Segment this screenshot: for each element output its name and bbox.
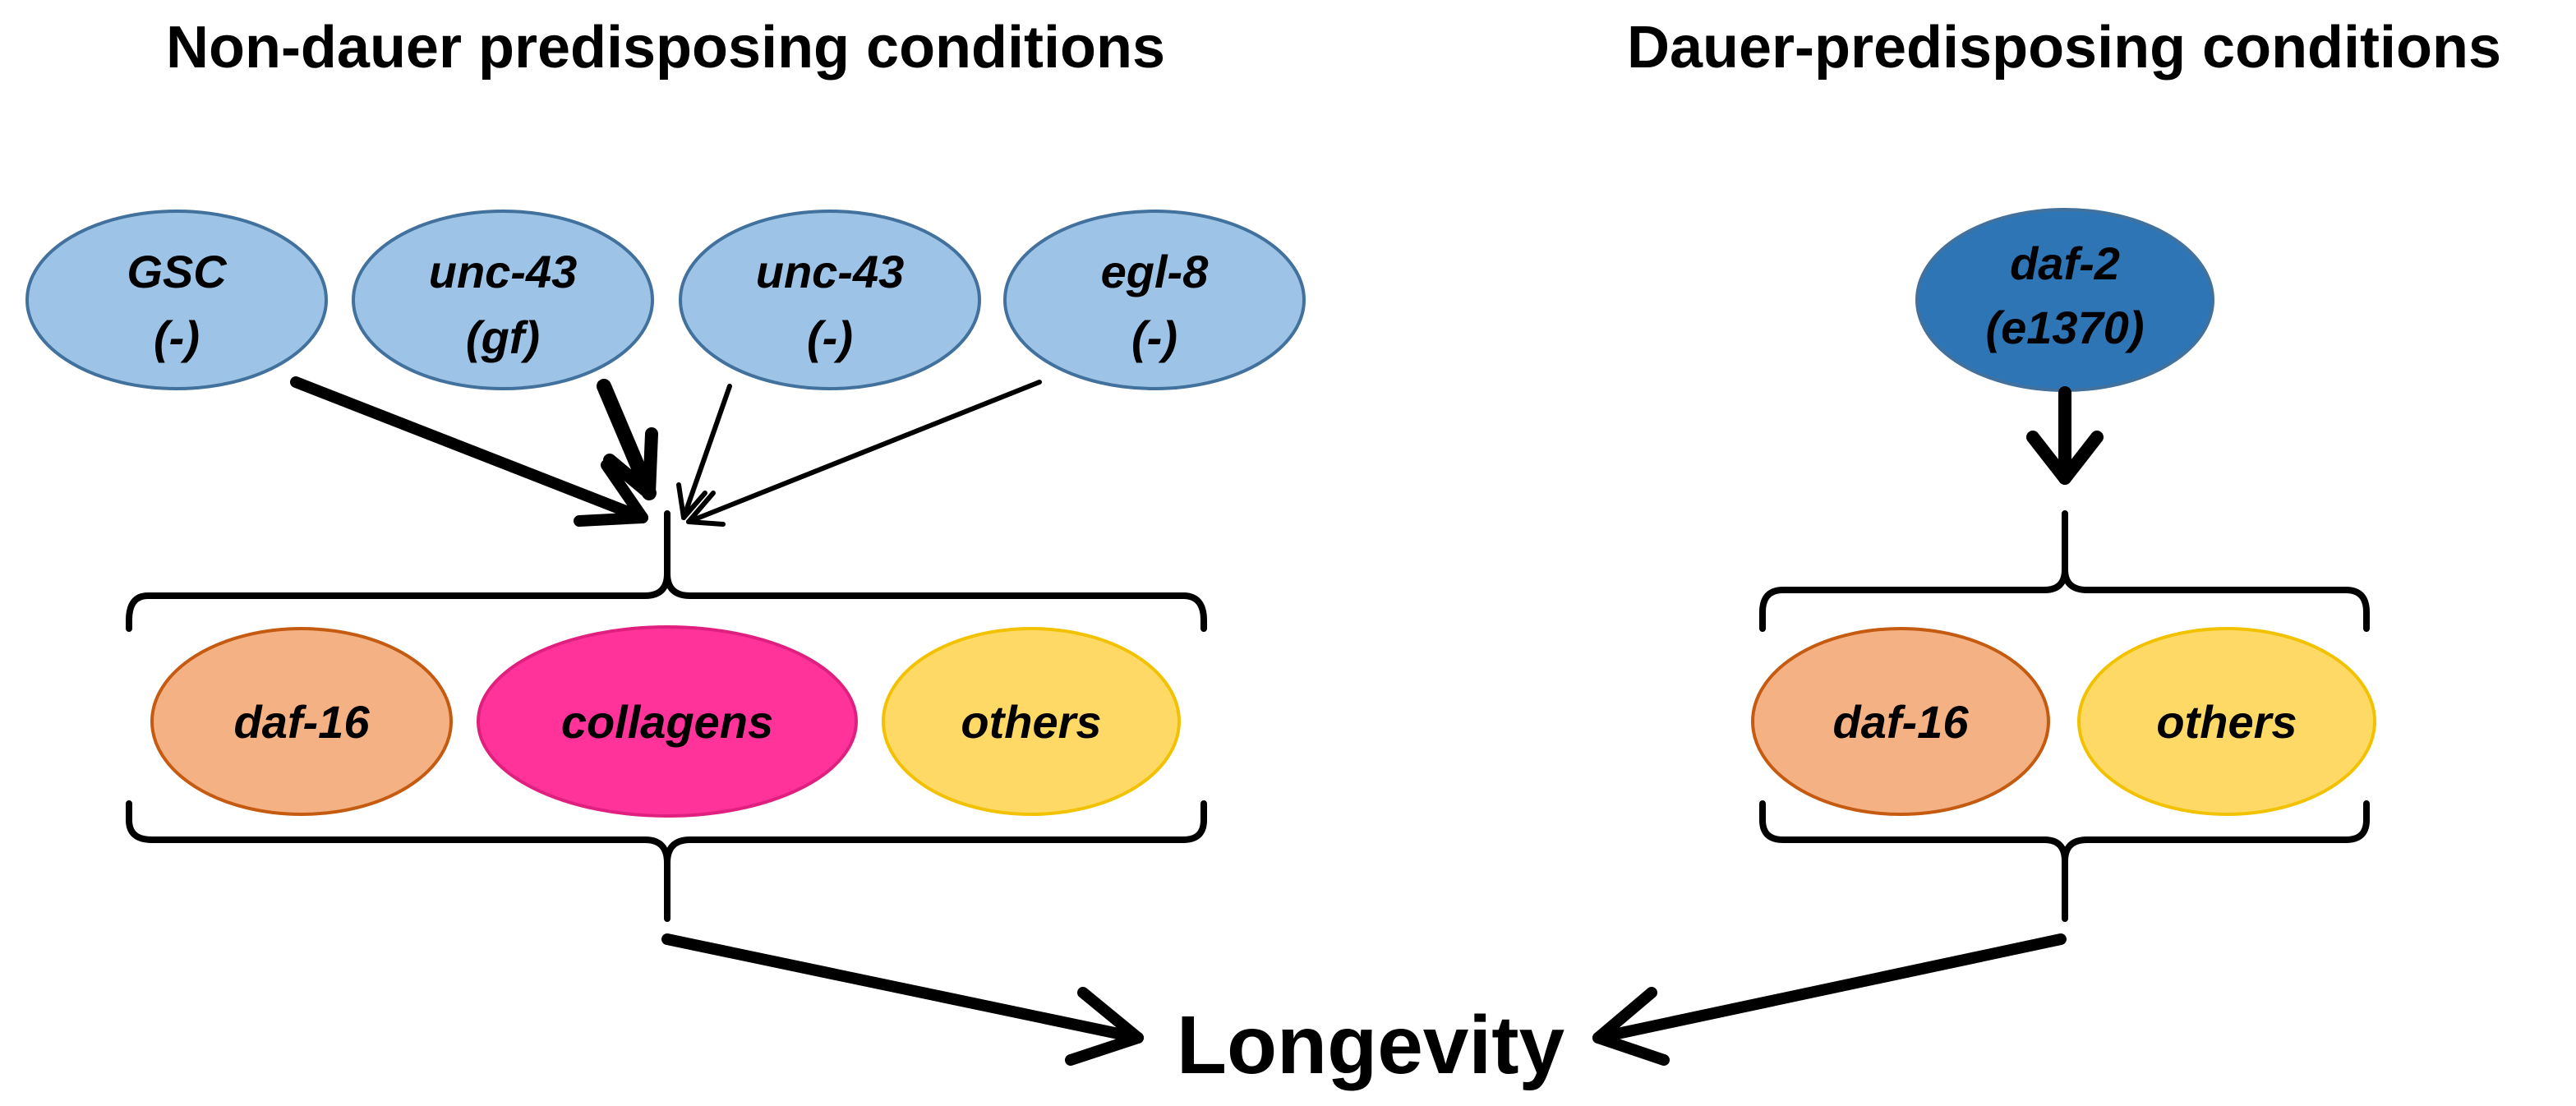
converging-arrows (290, 376, 1042, 527)
arrow-head (574, 459, 648, 527)
input-label-line1: GSC (127, 246, 228, 297)
left-bottom-bracket-left (126, 800, 670, 922)
right-top-bracket-left (1759, 510, 2068, 632)
effector-oval (477, 625, 858, 818)
effector-node-daf16-right: daf-16 (1751, 627, 2050, 816)
effector-label: daf-16 (234, 696, 371, 748)
arrow-head (676, 482, 707, 520)
right-bottom-bracket-right (2062, 800, 2370, 864)
effector-node-others-left: others (882, 627, 1181, 816)
arrow-head (603, 427, 658, 500)
input-label-line2: (-) (1131, 311, 1177, 363)
input-label-line1: unc-43 (756, 246, 905, 297)
input-oval (25, 210, 328, 390)
input-label-line2: (e1370) (1985, 302, 2144, 353)
effector-node-daf16-left: daf-16 (150, 627, 453, 816)
effector-label: collagens (561, 696, 773, 748)
input-label-line1: daf-2 (2010, 237, 2120, 289)
input-oval (352, 210, 654, 390)
effector-node-collagens: collagens (477, 625, 858, 818)
daf2-arrow (2026, 386, 2104, 485)
left-heading: Non-dauer predisposing conditions (166, 15, 1165, 81)
right-top-bracket-right (2062, 566, 2370, 632)
left-top-bracket-right (664, 570, 1207, 632)
arrow-egl8 (686, 380, 1042, 524)
arrow-unc43-lf (681, 384, 732, 520)
left-top-bracket-left (126, 510, 670, 632)
effector-label: daf-16 (1833, 696, 1970, 748)
input-node-unc43-lf: unc-43 (-) (679, 210, 981, 390)
outcome-label: Longevity (1177, 999, 1565, 1091)
arrow-head (1065, 987, 1144, 1066)
input-label-line1: egl-8 (1101, 246, 1210, 297)
input-oval (679, 210, 981, 390)
arrow-gsc (290, 376, 648, 523)
input-label-line2: (gf) (466, 311, 540, 363)
arrow-head (1592, 987, 1670, 1066)
input-label-line2: (-) (154, 311, 200, 363)
effector-oval (150, 627, 453, 816)
outcome-arrows (661, 933, 2067, 1066)
effector-oval (2077, 627, 2376, 816)
right-bottom-bracket-left (1759, 800, 2068, 922)
left-bottom-bracket-right (664, 800, 1207, 866)
input-node-unc43-gf: unc-43 (gf) (352, 210, 654, 390)
arrow-head (686, 491, 726, 527)
input-oval (1003, 210, 1306, 390)
input-node-gsc: GSC (-) (25, 210, 328, 390)
effector-label: others (961, 696, 1101, 748)
input-label-line1: unc-43 (429, 246, 578, 297)
input-oval-dark (1915, 208, 2214, 392)
effector-oval (882, 627, 1181, 816)
input-node-egl8: egl-8 (-) (1003, 210, 1306, 390)
input-label-line2: (-) (807, 311, 853, 363)
input-node-daf2: daf-2 (e1370) (1915, 208, 2214, 392)
arrow-head (2026, 431, 2104, 485)
effector-oval (1751, 627, 2050, 816)
arrow-left-to-outcome (661, 933, 1144, 1044)
effector-node-others-right: others (2077, 627, 2376, 816)
arrow-right-to-outcome (1592, 933, 2067, 1044)
effector-label: others (2156, 696, 2297, 748)
right-heading: Dauer-predisposing conditions (1627, 15, 2501, 81)
arrow-unc43-gf (597, 379, 657, 500)
